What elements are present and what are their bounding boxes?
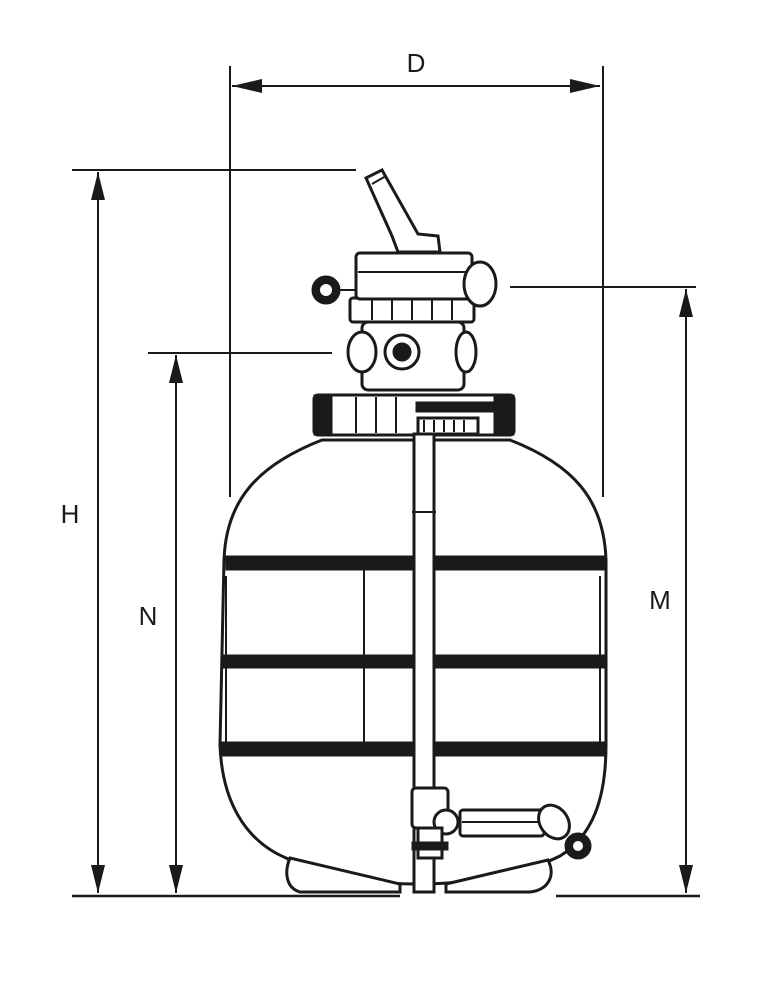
arrowhead-m-top bbox=[679, 289, 693, 317]
arrowhead-m-bottom bbox=[679, 865, 693, 893]
arrowhead-d-right bbox=[570, 79, 600, 93]
arrowhead-d-left bbox=[232, 79, 262, 93]
standpipe bbox=[412, 432, 436, 894]
valve-handle bbox=[364, 168, 442, 254]
valve-port-left bbox=[346, 330, 378, 374]
tank-base bbox=[285, 856, 402, 894]
label-h: H bbox=[61, 499, 80, 529]
label-n: N bbox=[139, 601, 158, 631]
arrowhead-h-bottom bbox=[91, 865, 105, 893]
dimension-h: H bbox=[61, 169, 356, 893]
drain-assembly bbox=[410, 786, 592, 860]
dimension-d: D bbox=[229, 48, 604, 497]
dimension-n: N bbox=[139, 352, 332, 893]
multiport-valve bbox=[311, 168, 498, 392]
arrowhead-h-top bbox=[91, 172, 105, 200]
tank-collar bbox=[312, 393, 516, 437]
arrowhead-n-bottom bbox=[169, 865, 183, 893]
dimension-m: M bbox=[510, 286, 696, 893]
drain-valve bbox=[537, 803, 571, 841]
valve-head bbox=[354, 251, 474, 301]
arrowhead-n-top bbox=[169, 355, 183, 383]
tank-base-right bbox=[444, 858, 553, 894]
valve-outlet-port bbox=[462, 260, 498, 308]
label-d: D bbox=[407, 48, 426, 78]
valve-port-right bbox=[454, 330, 478, 374]
label-m: M bbox=[649, 585, 671, 615]
